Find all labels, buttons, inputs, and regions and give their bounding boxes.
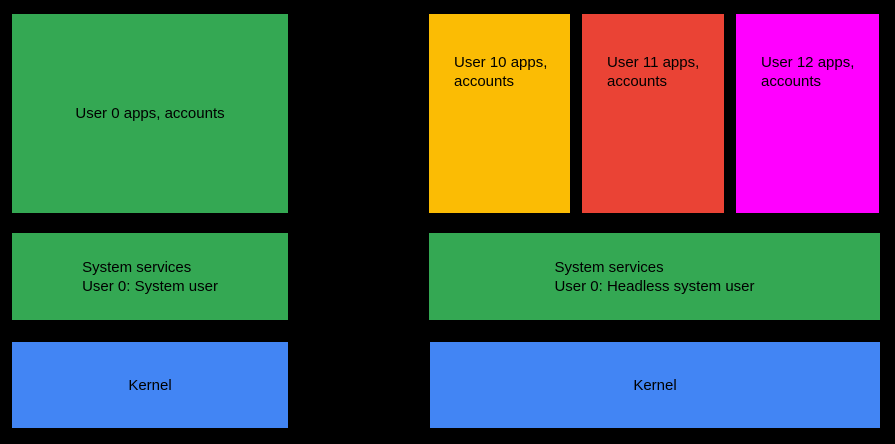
- user-11-apps-label: User 11 apps, accounts: [607, 54, 700, 90]
- user-0-apps-label: User 0 apps, accounts: [75, 105, 225, 122]
- user-10-apps-label: User 10 apps, accounts: [454, 54, 548, 90]
- user-10-apps-box: User 10 apps, accounts: [429, 14, 570, 213]
- user-11-apps-box: User 11 apps, accounts: [582, 14, 724, 213]
- user-0-apps-box: User 0 apps, accounts: [12, 14, 288, 213]
- right-system-services-label: System services User 0: Headless system …: [554, 258, 755, 295]
- right-system-services-box: System services User 0: Headless system …: [429, 233, 880, 320]
- left-kernel-box: Kernel: [12, 342, 288, 428]
- left-kernel-label: Kernel: [128, 376, 172, 394]
- user-12-apps-box: User 12 apps, accounts: [736, 14, 879, 213]
- right-kernel-label: Kernel: [633, 376, 677, 394]
- user-12-apps-label: User 12 apps, accounts: [761, 54, 855, 90]
- right-kernel-box: Kernel: [430, 342, 880, 428]
- left-system-services-label: System services User 0: System user: [82, 258, 218, 295]
- left-system-services-box: System services User 0: System user: [12, 233, 288, 320]
